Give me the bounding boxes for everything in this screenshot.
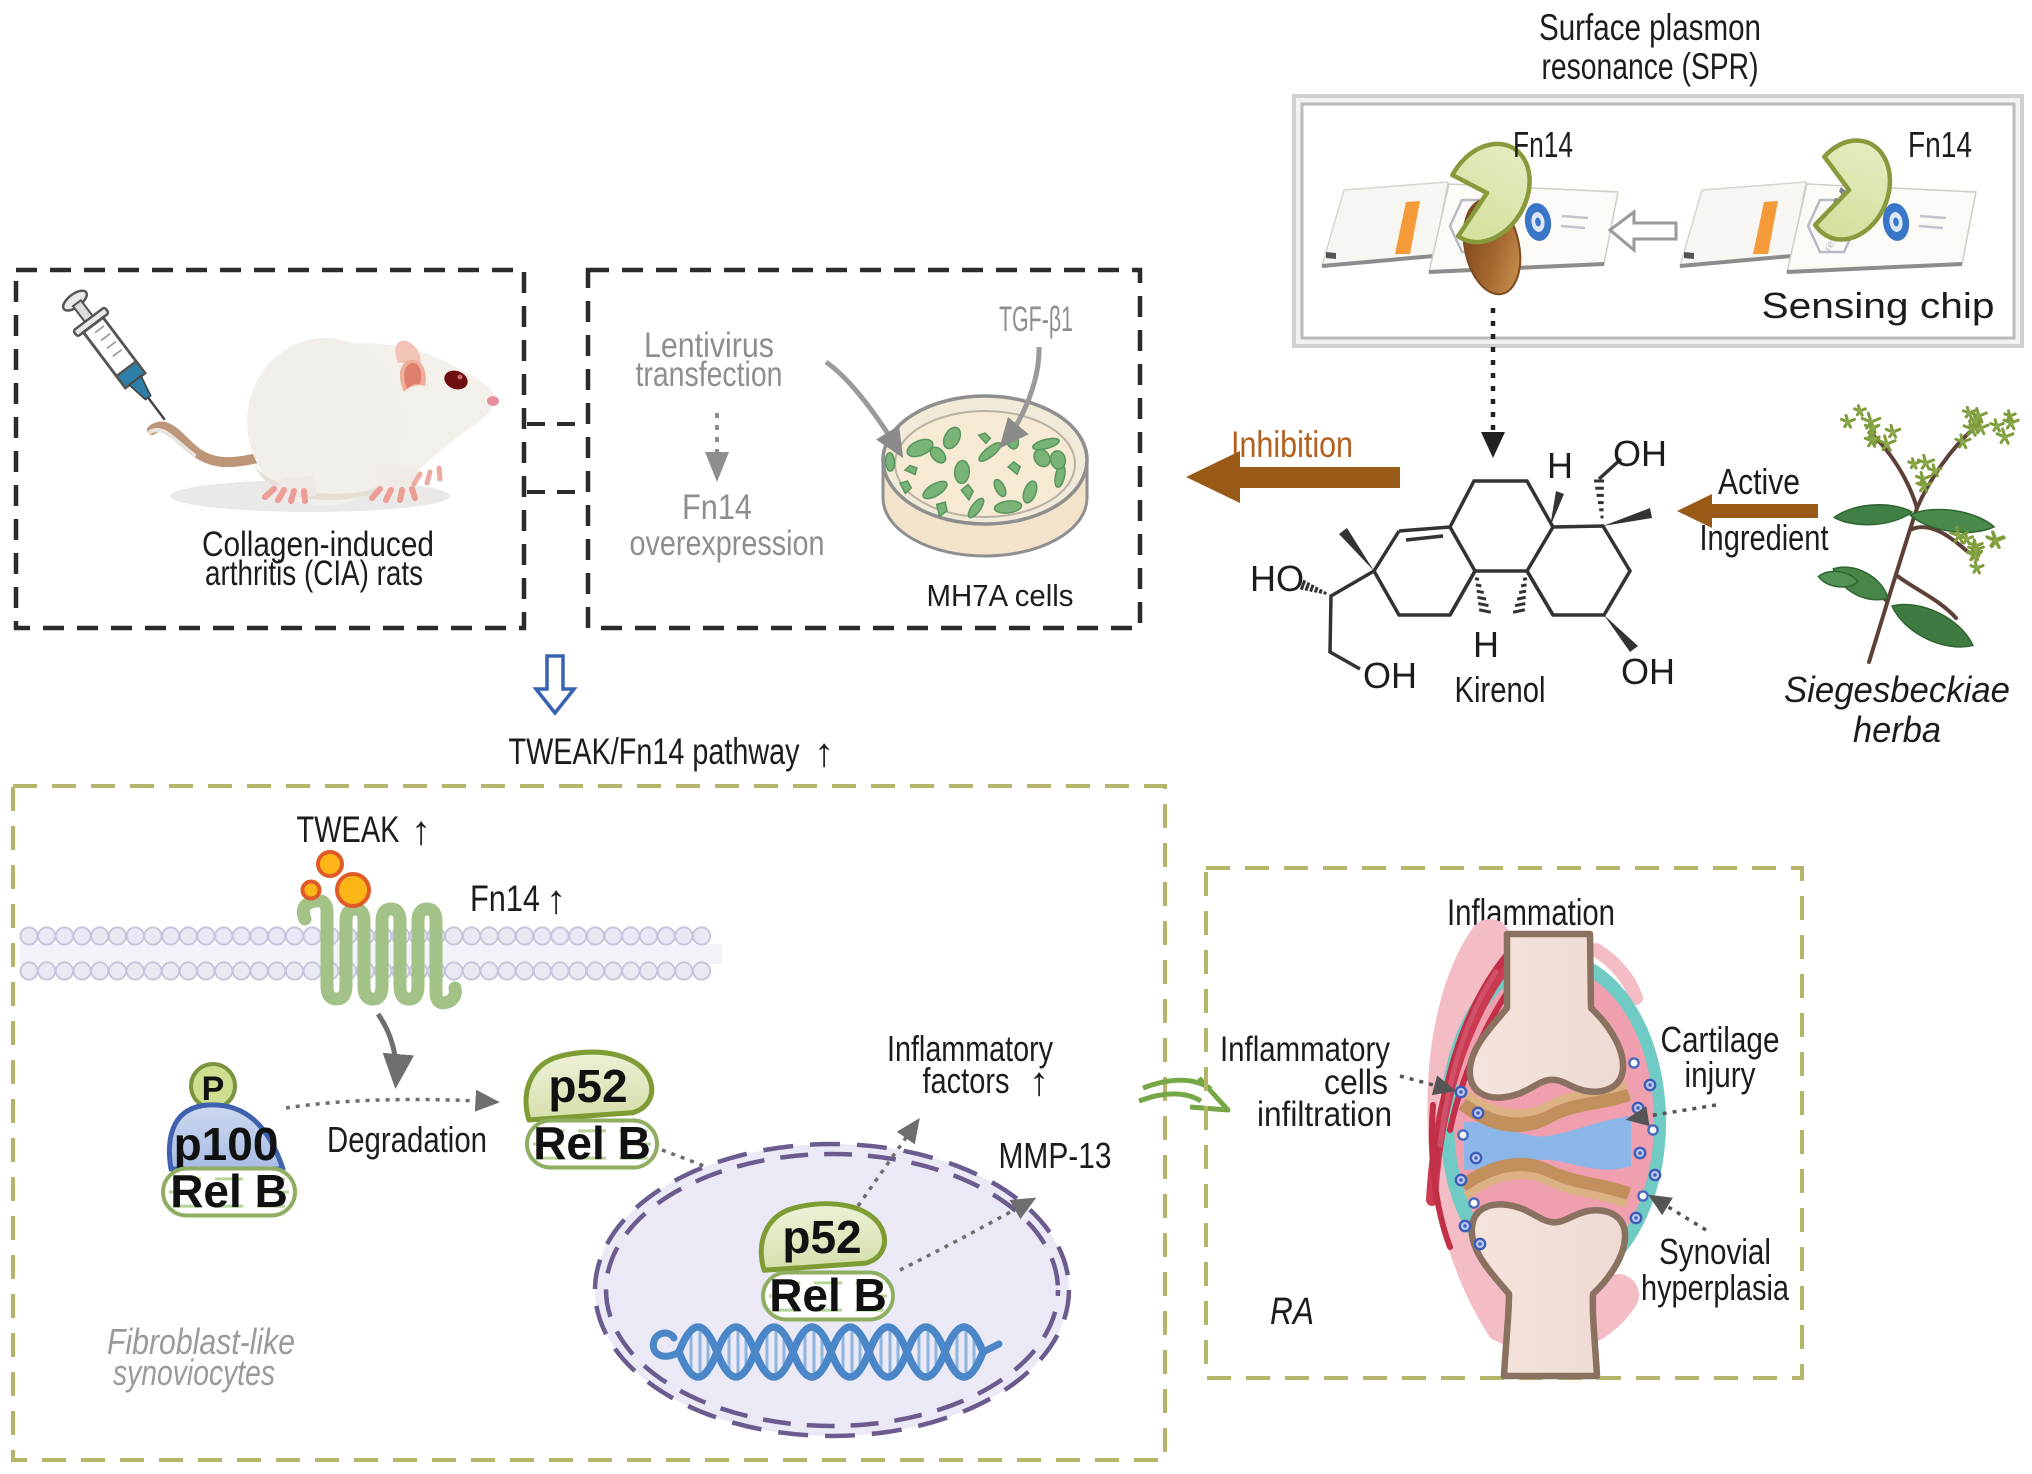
svg-text:Collagen-induced: Collagen-induced — [202, 525, 434, 564]
svg-text:Rel B: Rel B — [170, 1165, 288, 1217]
svg-text:cells: cells — [1324, 1063, 1388, 1102]
svg-text:Ingredient: Ingredient — [1700, 517, 1829, 558]
svg-text:Cartilage: Cartilage — [1661, 1019, 1780, 1060]
svg-text:OH: OH — [1621, 651, 1675, 692]
svg-text:↑: ↑ — [814, 731, 834, 775]
svg-text:TGF-β1: TGF-β1 — [999, 300, 1073, 339]
svg-text:P: P — [202, 1070, 225, 1108]
svg-text:RA: RA — [1270, 1291, 1314, 1333]
svg-text:herba: herba — [1853, 709, 1941, 750]
svg-text:p100: p100 — [174, 1118, 279, 1170]
svg-text:resonance (SPR): resonance (SPR) — [1542, 46, 1759, 87]
svg-text:TWEAK: TWEAK — [297, 809, 400, 850]
svg-text:Inflammatory: Inflammatory — [887, 1028, 1053, 1069]
svg-text:p52: p52 — [782, 1211, 861, 1263]
svg-text:Fn14: Fn14 — [1908, 124, 1972, 165]
svg-text:Degradation: Degradation — [327, 1119, 487, 1160]
svg-text:Active: Active — [1718, 461, 1800, 502]
svg-text:Inhibition: Inhibition — [1231, 424, 1353, 465]
svg-text:infiltration: infiltration — [1257, 1095, 1392, 1134]
svg-text:Siegesbeckiae: Siegesbeckiae — [1784, 669, 2010, 710]
svg-text:MH7A cells: MH7A cells — [927, 578, 1074, 613]
svg-text:Rel B: Rel B — [533, 1117, 651, 1169]
svg-text:Lentivirus: Lentivirus — [644, 326, 774, 365]
svg-text:Kirenol: Kirenol — [1455, 669, 1546, 710]
svg-text:Surface plasmon: Surface plasmon — [1539, 7, 1761, 48]
svg-text:Fibroblast-like: Fibroblast-like — [107, 1321, 295, 1362]
svg-text:p52: p52 — [548, 1060, 627, 1112]
svg-text:Inflammatory: Inflammatory — [1220, 1030, 1390, 1069]
svg-text:Rel B: Rel B — [769, 1269, 887, 1321]
svg-text:OH: OH — [1363, 655, 1417, 696]
svg-text:Inflammation: Inflammation — [1447, 892, 1615, 933]
svg-text:MMP-13: MMP-13 — [999, 1135, 1112, 1176]
svg-text:synoviocytes: synoviocytes — [113, 1352, 275, 1393]
svg-text:↑: ↑ — [1029, 1060, 1049, 1104]
svg-text:transfection: transfection — [636, 355, 783, 394]
svg-text:Sensing chip: Sensing chip — [1762, 285, 1995, 326]
svg-text:Fn14: Fn14 — [682, 488, 752, 527]
svg-text:TWEAK/Fn14 pathway: TWEAK/Fn14 pathway — [509, 731, 800, 772]
svg-text:H: H — [1547, 445, 1573, 486]
svg-text:OH: OH — [1613, 433, 1667, 474]
svg-text:Fn14: Fn14 — [470, 878, 540, 919]
svg-text:Synovial: Synovial — [1659, 1231, 1771, 1272]
svg-text:injury: injury — [1685, 1054, 1756, 1095]
svg-text:↑: ↑ — [411, 809, 431, 853]
svg-text:HO: HO — [1250, 558, 1304, 599]
svg-text:Fn14: Fn14 — [1513, 124, 1573, 165]
svg-text:arthritis (CIA) rats: arthritis (CIA) rats — [205, 554, 423, 593]
svg-text:overexpression: overexpression — [630, 524, 825, 563]
svg-text:↑: ↑ — [546, 878, 566, 922]
svg-text:hyperplasia: hyperplasia — [1641, 1267, 1790, 1308]
svg-text:factors: factors — [923, 1060, 1010, 1101]
svg-text:H: H — [1473, 624, 1499, 665]
